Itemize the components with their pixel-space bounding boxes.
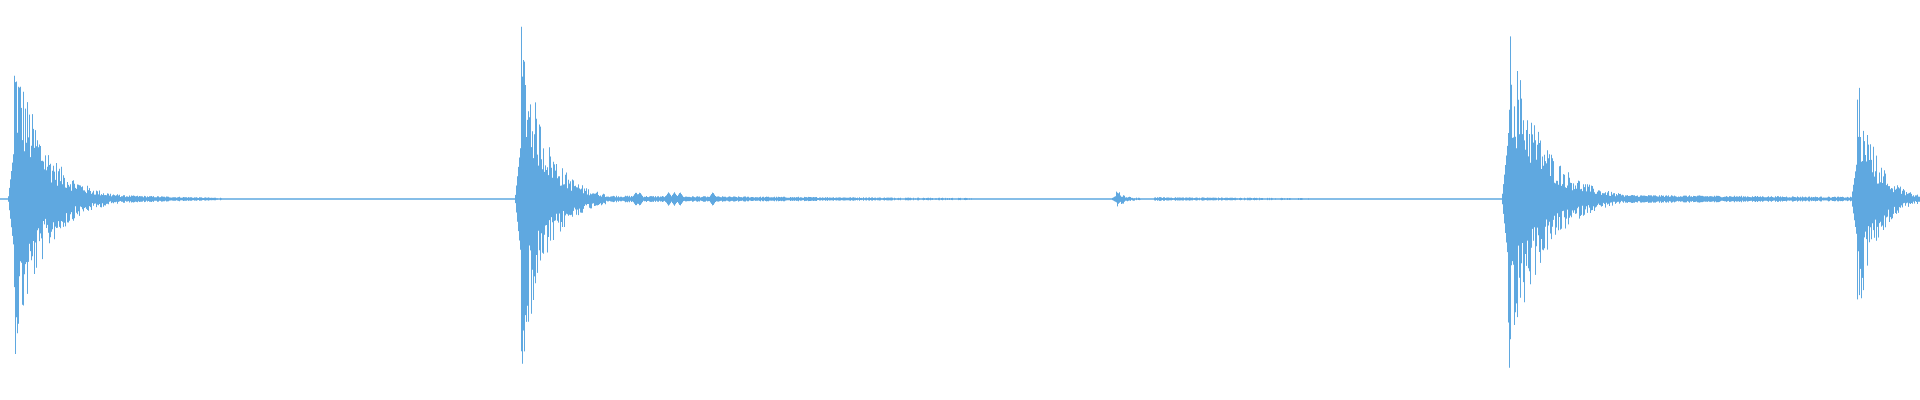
waveform-envelope bbox=[0, 26, 1920, 368]
